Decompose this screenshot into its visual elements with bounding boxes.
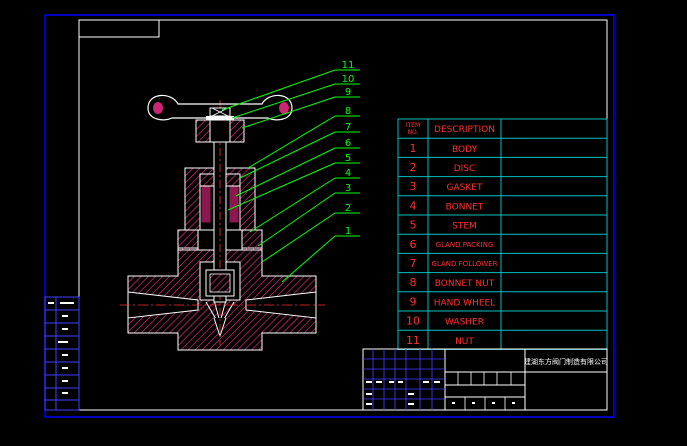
leader-label: 11 xyxy=(342,60,355,71)
leader-label: 10 xyxy=(342,74,355,85)
bom-header-item-no: NO. xyxy=(408,129,419,136)
title-block: 建湖东方阀门制造有限公司 xyxy=(362,348,608,411)
leader-label: 7 xyxy=(345,122,351,133)
leader-line xyxy=(235,147,336,197)
bom-item-description: BONNET xyxy=(446,202,484,212)
leader-line xyxy=(257,192,336,247)
bom-item-description: NUT xyxy=(455,337,474,347)
gland-packing xyxy=(201,185,211,223)
washer xyxy=(206,116,234,120)
leader-line xyxy=(281,235,336,283)
leader-label: 4 xyxy=(345,168,351,179)
hand-wheel xyxy=(147,94,293,143)
leader-line xyxy=(221,69,336,111)
bom-item-number: 6 xyxy=(410,238,417,251)
leader-label: 6 xyxy=(345,138,351,149)
bom-item-number: 11 xyxy=(406,334,420,347)
bom-header-description: DESCRIPTION xyxy=(434,125,495,135)
bom-item-number: 7 xyxy=(410,257,417,270)
leader-line xyxy=(249,177,336,233)
bom-item-description: BODY xyxy=(452,145,478,155)
bom-item-number: 4 xyxy=(410,199,417,212)
leader-label: 2 xyxy=(345,203,351,214)
needle-valve-section xyxy=(120,94,325,351)
bom-item-number: 2 xyxy=(410,161,417,174)
bom-item-description: BONNET NUT xyxy=(435,279,495,289)
leader-line xyxy=(231,83,336,119)
leader-label: 3 xyxy=(345,183,351,194)
leader-line xyxy=(261,212,336,263)
bom-item-number: 9 xyxy=(410,295,417,308)
bom-item-description: DISC xyxy=(454,164,476,174)
drawing-number-box xyxy=(78,19,160,38)
company-name: 建湖东方阀门制造有限公司 xyxy=(524,357,608,366)
bom-item-description: WASHER xyxy=(445,318,484,328)
bom-item-number: 8 xyxy=(410,276,417,289)
bom-item-number: 5 xyxy=(410,219,417,232)
bom-item-description: STEM xyxy=(452,222,477,232)
leader-label: 1 xyxy=(345,226,351,237)
leader-line xyxy=(247,115,336,169)
left-margin-table xyxy=(44,296,80,411)
bom-item-number: 1 xyxy=(410,142,417,155)
leader-label: 9 xyxy=(345,87,351,98)
leader-line xyxy=(227,162,336,211)
bom-item-description: GLAND FOLLOWER xyxy=(432,260,498,268)
outer-frame xyxy=(44,14,615,418)
leader-line xyxy=(241,96,336,129)
bom-item-description: HAND WHEEL xyxy=(434,298,496,308)
leader-lines: 11 10 9 8 7 6 5 4 3 2 1 xyxy=(221,60,360,283)
leader-label: 8 xyxy=(345,106,351,117)
bom-item-number: 10 xyxy=(406,315,420,328)
bom-item-number: 3 xyxy=(410,180,417,193)
bom-header-item-no: ITEM xyxy=(406,122,420,129)
bom-item-description: GLAND PACKING xyxy=(436,241,494,249)
leader-label: 5 xyxy=(345,153,351,164)
bom-item-description: GASKET xyxy=(447,183,483,193)
leader-line xyxy=(239,131,336,179)
